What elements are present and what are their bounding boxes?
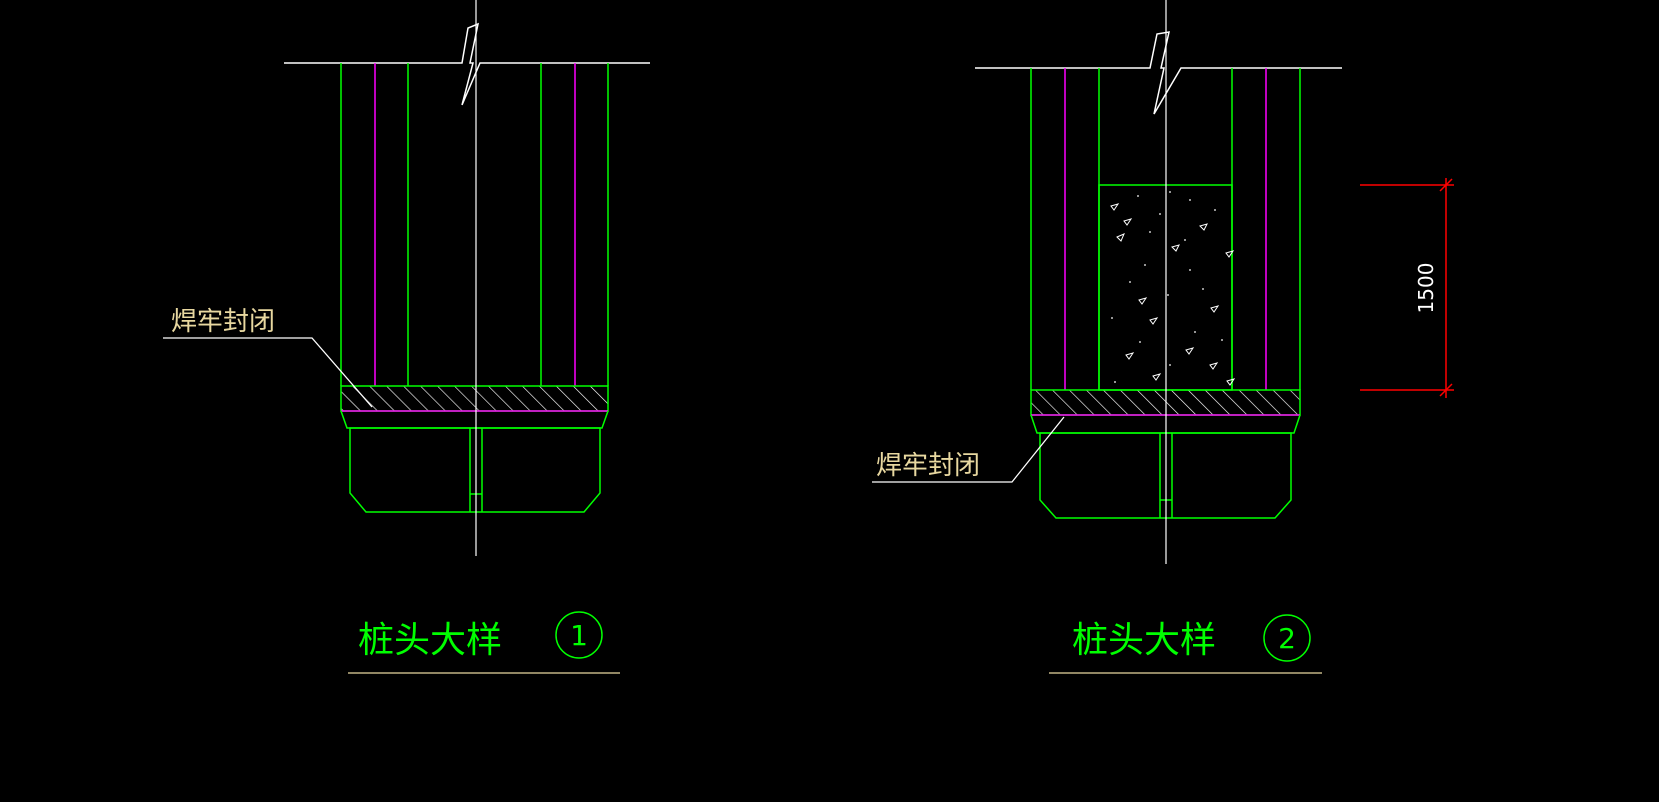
detail-2-dim-value: 1500 <box>1414 263 1438 314</box>
detail-2-dim-tick-bottom <box>1439 383 1453 397</box>
detail-2-concrete-dots <box>1111 191 1223 383</box>
detail-1-end-plate-hatch <box>340 385 609 412</box>
detail-1: 焊牢封闭 桩头大样 1 <box>163 0 650 674</box>
detail-2-pile-shoe <box>1039 432 1292 519</box>
detail-1-note-label: 焊牢封闭 <box>171 307 275 337</box>
detail-2-concrete-aggregate <box>1110 203 1236 386</box>
detail-1-number: 1 <box>570 619 588 652</box>
detail-1-taper <box>340 410 609 429</box>
detail-2: 1500 焊牢封闭 桩头大样 2 <box>872 0 1454 674</box>
detail-1-note-leader <box>163 337 373 408</box>
detail-2-top-break-line <box>975 31 1342 115</box>
detail-2-dim-tick-top <box>1439 178 1453 192</box>
detail-2-number-circle <box>1263 614 1311 662</box>
detail-1-title: 桩头大样 <box>358 620 502 661</box>
detail-2-note-label: 焊牢封闭 <box>876 451 980 481</box>
detail-2-note-leader <box>872 416 1065 483</box>
detail-1-top-break-line <box>284 22 650 106</box>
detail-2-number: 2 <box>1278 622 1296 655</box>
detail-1-pile-shoe <box>349 427 601 513</box>
detail-2-title: 桩头大样 <box>1072 620 1216 661</box>
detail-1-number-circle <box>555 611 603 659</box>
